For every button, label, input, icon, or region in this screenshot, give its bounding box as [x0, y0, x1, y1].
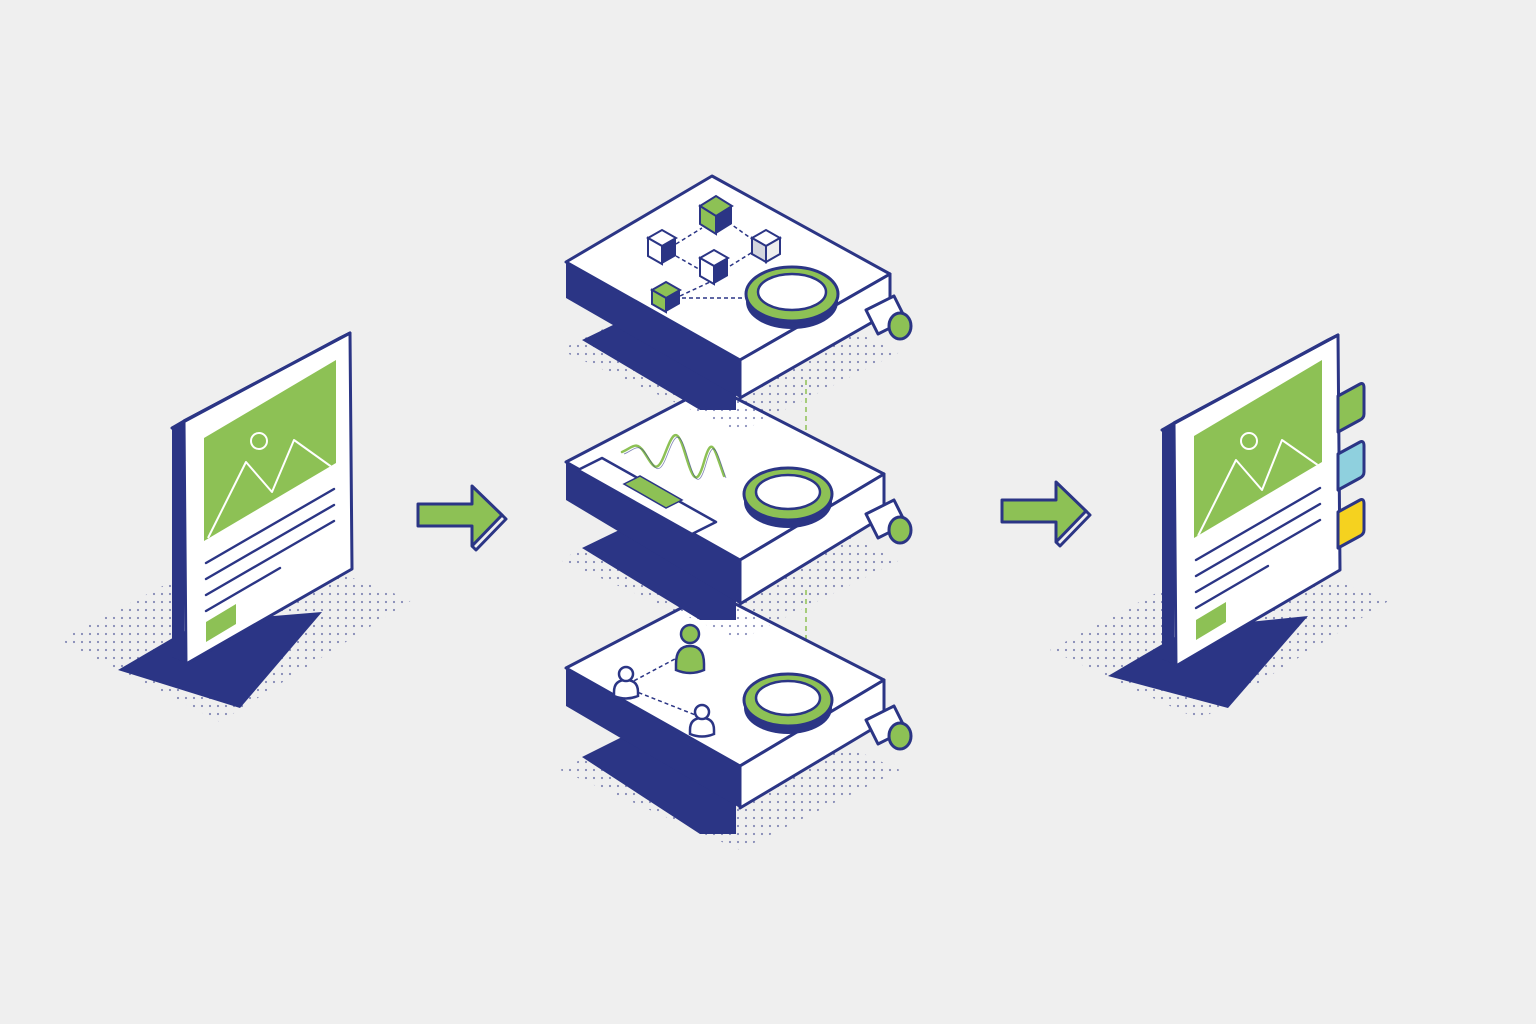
- person-icon: [674, 623, 706, 675]
- arrow-right-icon: [1000, 480, 1092, 548]
- layer-base-shadow: [582, 728, 736, 834]
- connector-port: [864, 294, 913, 341]
- structure-layer: [560, 174, 913, 432]
- image-icon: [1194, 360, 1322, 538]
- cube-icon: [698, 194, 734, 236]
- cube-icon: [697, 248, 731, 286]
- processing-stack: [560, 174, 913, 850]
- connector-port: [864, 704, 913, 751]
- image-icon: [204, 360, 336, 541]
- lens-ring-icon: [742, 672, 834, 734]
- cube-icon: [649, 280, 683, 314]
- person-icon: [688, 703, 716, 738]
- tag-icon: [1336, 498, 1366, 550]
- arrow-right-icon: [416, 484, 508, 552]
- signal-layer: [560, 384, 913, 640]
- lens-ring-icon: [742, 466, 834, 528]
- cube-icon: [645, 228, 679, 266]
- tag-icon: [1336, 382, 1366, 434]
- tagged-document: [1050, 333, 1390, 720]
- connector-port: [864, 498, 913, 545]
- source-document: [60, 331, 412, 722]
- document-base-shadow: [118, 612, 322, 708]
- text-lines: [204, 487, 336, 613]
- button-block: [1196, 602, 1226, 640]
- progress-bar: [576, 456, 718, 536]
- tag-icon: [1336, 440, 1366, 492]
- button-block: [206, 604, 236, 642]
- document-side: [172, 421, 184, 662]
- layer-base-shadow: [582, 520, 736, 620]
- layer-base-shadow: [582, 312, 736, 410]
- text-lines: [1194, 486, 1322, 610]
- person-icon: [612, 665, 640, 700]
- cube-icon: [749, 228, 783, 264]
- document-base-shadow: [1108, 616, 1308, 708]
- lens-ring-icon: [744, 265, 840, 329]
- entity-layer: [560, 590, 913, 850]
